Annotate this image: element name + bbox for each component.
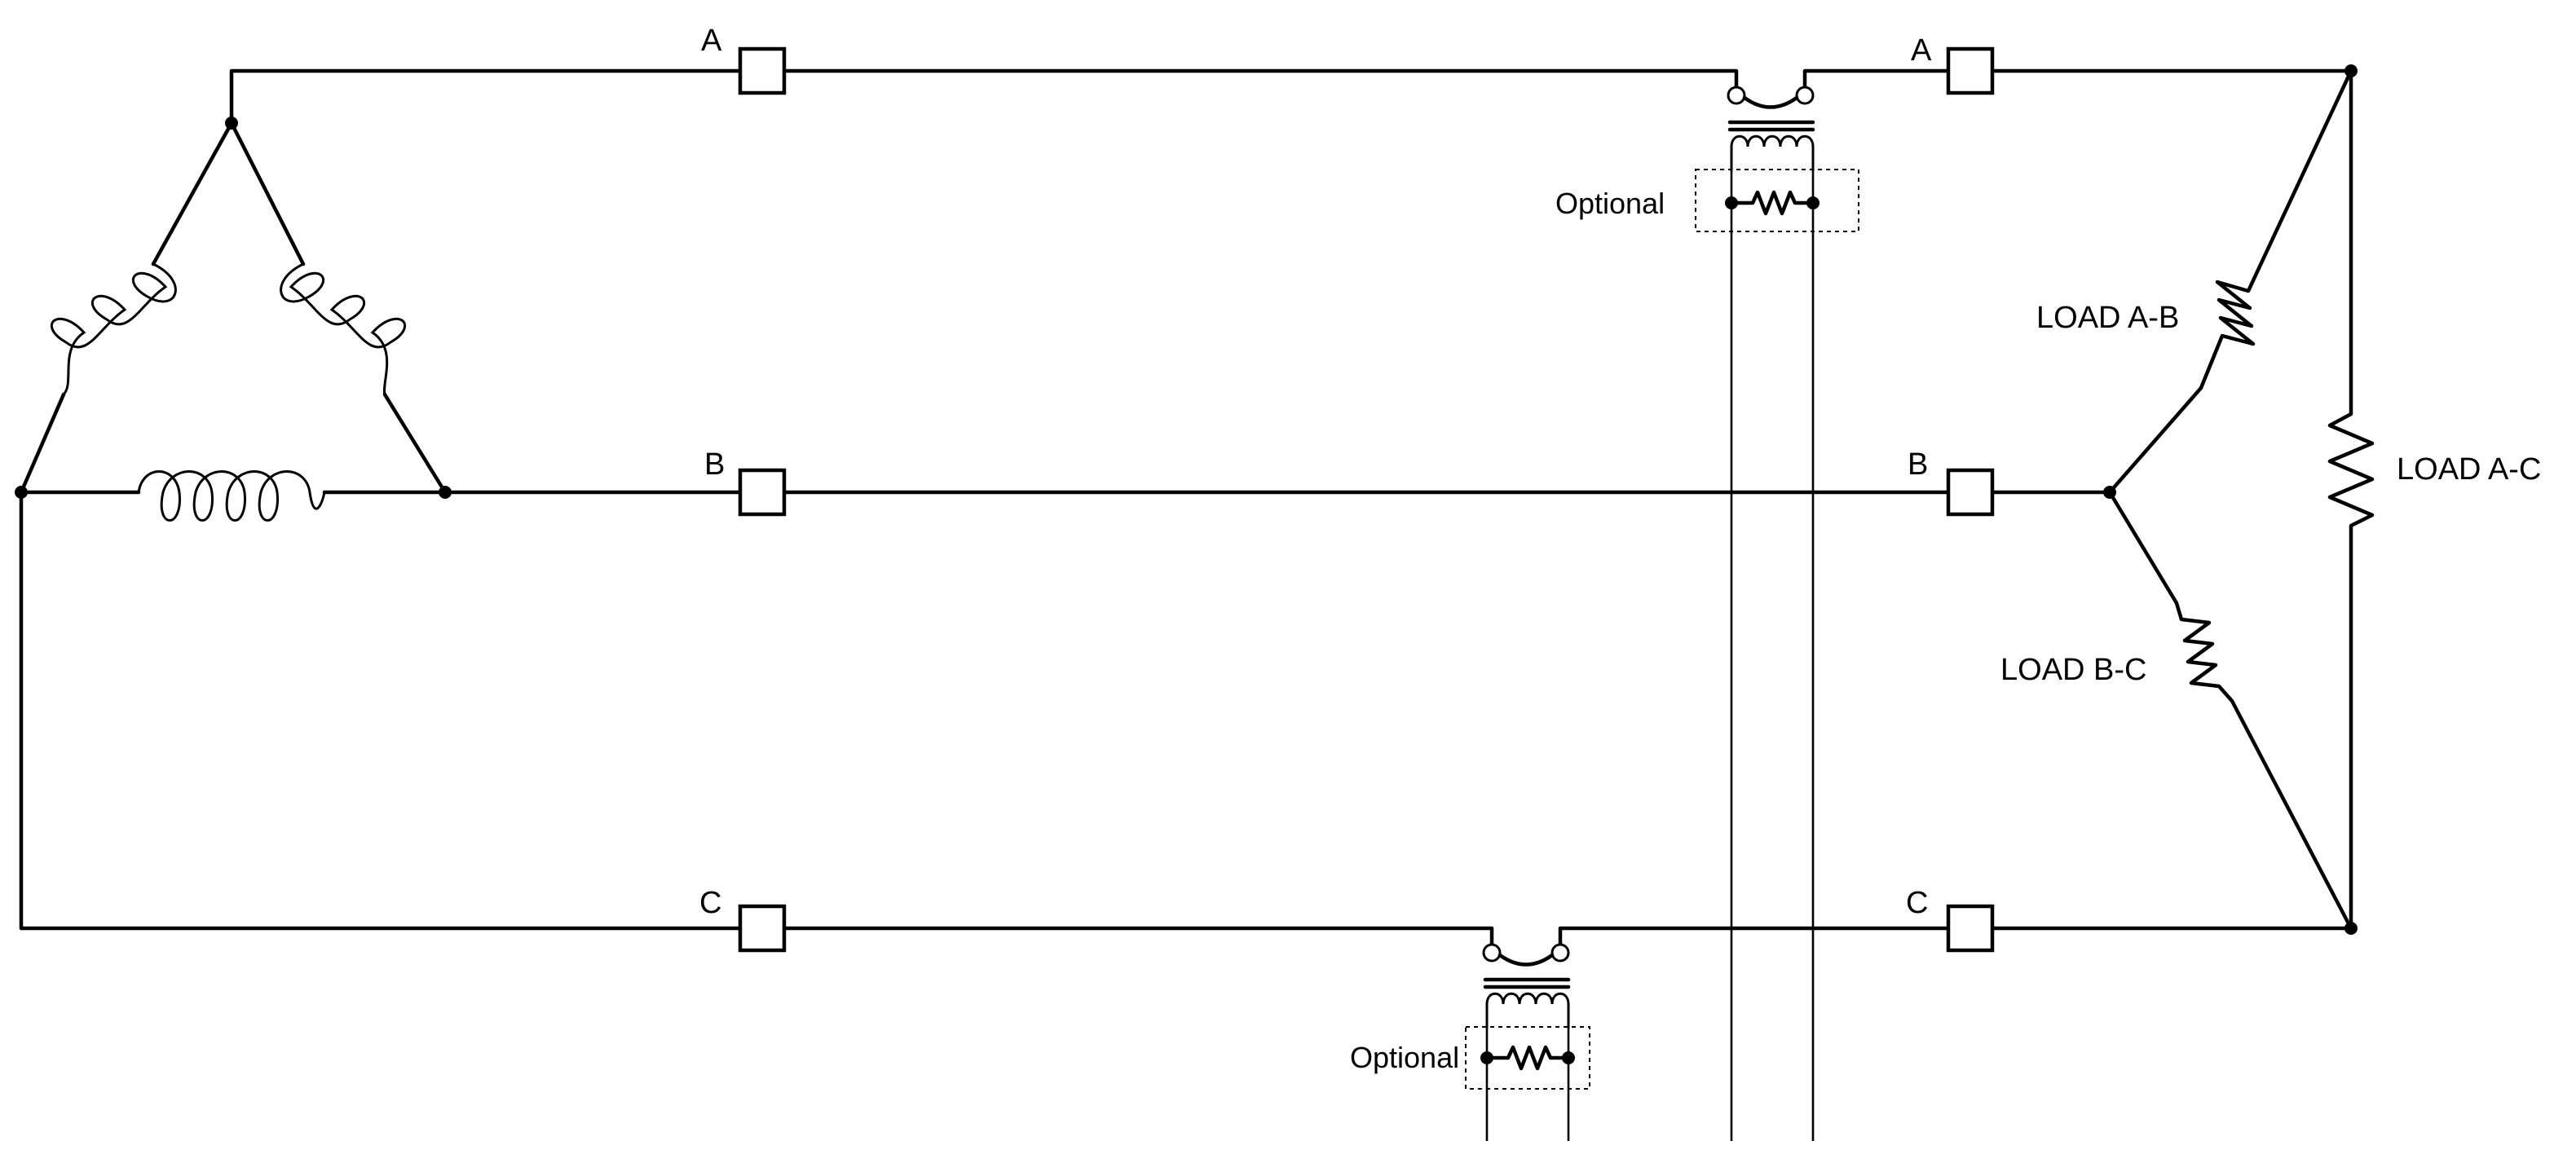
ct-a-left-terminal-icon [1727, 86, 1746, 105]
load-node-b [2103, 486, 2116, 499]
load-ab-label: LOAD A-B [2036, 301, 2179, 335]
load-ac-resistor-icon [2327, 68, 2375, 931]
current-transformer-a [1695, 86, 1859, 1141]
ct-c-right-terminal-icon [1550, 943, 1570, 963]
terminal-c-source [738, 904, 787, 953]
terminal-b-load [1946, 468, 1995, 517]
source-terminal-c-label: C [699, 886, 721, 920]
delta-leg-ac [19, 121, 234, 495]
load-bc-resistor-icon [2107, 490, 2353, 931]
ct-a-secondary-leads [1730, 171, 1815, 1141]
load-node-c [2344, 922, 2358, 935]
ct-c-optional-box [1465, 1026, 1590, 1090]
source-terminal-b-label: B [704, 447, 725, 482]
ct-c-secondary-leads [1485, 1029, 1570, 1141]
terminal-a-source [738, 46, 787, 95]
terminal-a-load [1946, 46, 1995, 95]
ct-a-burden-resistor-icon [1729, 190, 1815, 216]
ct-a-primary [1742, 95, 1799, 109]
delta-coil-ab-icon [280, 262, 407, 395]
load-ac-label: LOAD A-C [2397, 452, 2541, 487]
line-a-right [1802, 68, 1951, 89]
phase-lines [19, 68, 2353, 946]
load-ab-resistor-icon [2107, 68, 2353, 495]
line-c-source [19, 490, 743, 931]
load-terminal-b-label: B [1908, 447, 1928, 482]
load-bc-label: LOAD B-C [2000, 653, 2146, 687]
current-transformer-c [1465, 943, 1590, 1141]
ct-a-right-terminal-icon [1795, 86, 1815, 105]
line-c-mid [782, 926, 1494, 946]
ct-a-core-icon [1727, 120, 1815, 132]
loads [2103, 64, 2375, 935]
terminals [738, 46, 1995, 953]
terminal-c-load [1946, 904, 1995, 953]
ct-c-core-icon [1483, 977, 1571, 989]
line-c-right [1558, 926, 1951, 946]
ct-a-secondary-coil-icon [1730, 134, 1815, 171]
load-node-a [2344, 64, 2358, 77]
ct-a-optional-box [1695, 169, 1859, 232]
source-terminal-a-label: A [701, 24, 722, 58]
ct-c-burden-resistor-icon [1484, 1045, 1571, 1071]
ct-c-left-terminal-icon [1482, 943, 1502, 963]
delta-source [15, 117, 452, 522]
optional-label-top: Optional [1555, 187, 1665, 220]
terminal-b-source [738, 468, 787, 517]
delta-coil-bc-icon [137, 470, 326, 522]
ct-c-secondary-coil-icon [1485, 992, 1570, 1029]
line-a-mid [782, 68, 1739, 89]
delta-coil-ac-icon [50, 262, 177, 396]
line-a-source [229, 68, 743, 126]
delta-leg-ab [229, 121, 448, 495]
optional-label-bottom: Optional [1350, 1041, 1459, 1074]
load-terminal-c-label: C [1906, 886, 1928, 920]
ct-c-primary [1498, 953, 1555, 967]
load-terminal-a-label: A [1911, 33, 1932, 68]
